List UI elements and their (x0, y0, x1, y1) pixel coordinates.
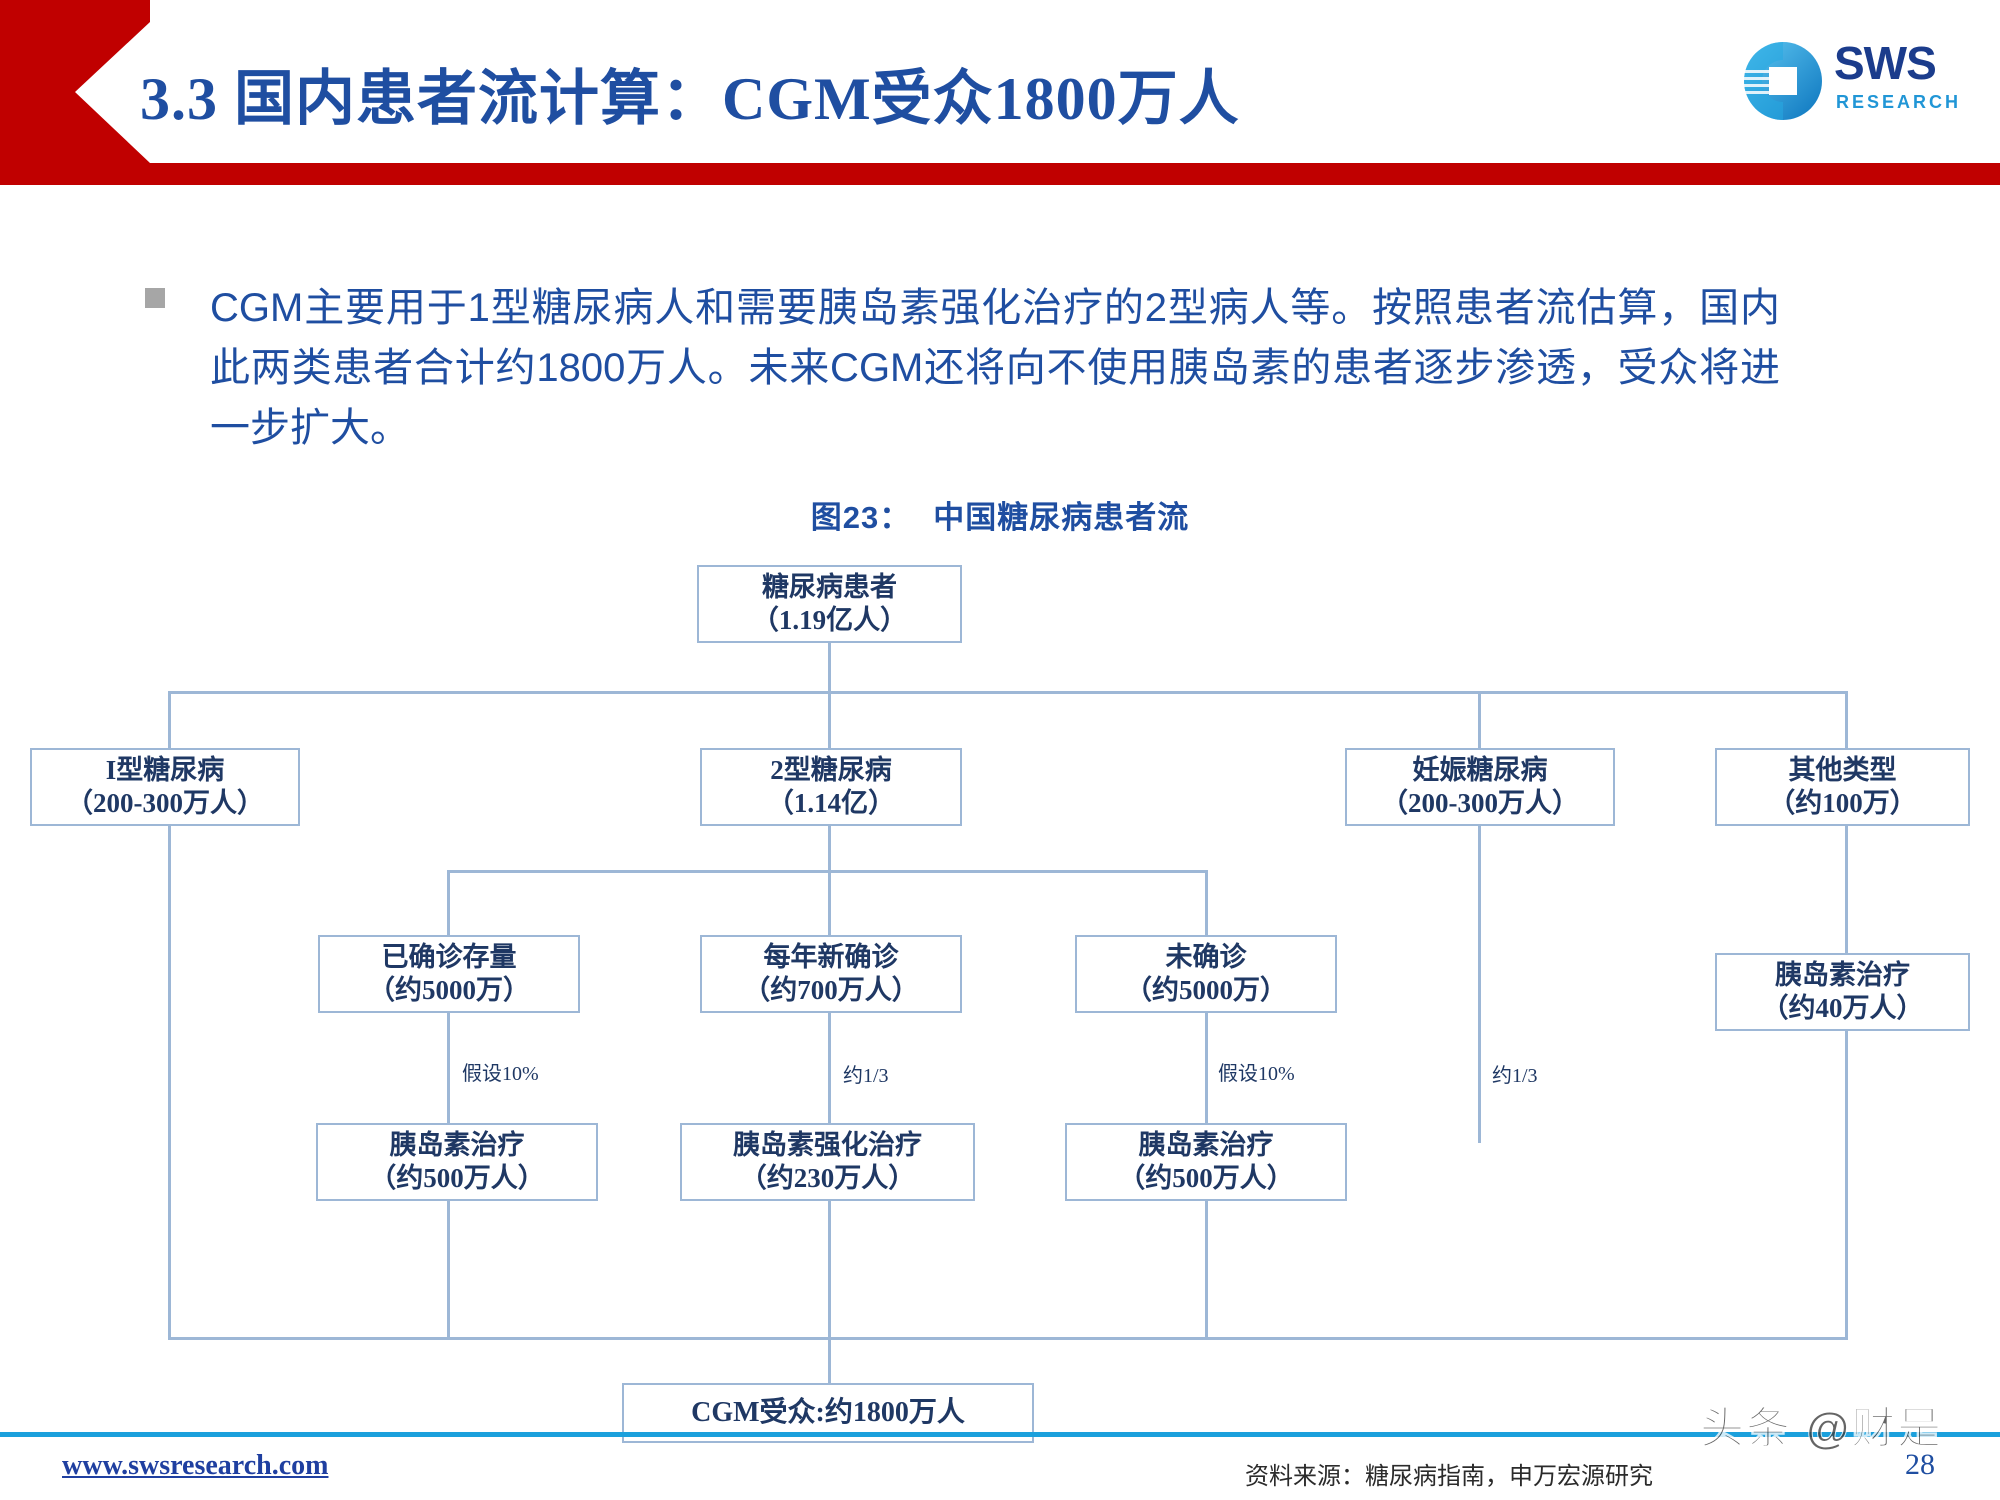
edge-undx-to-ins2 (1205, 1013, 1208, 1143)
node-type1-line1: I型糖尿病 (105, 755, 225, 786)
page-title: 3.3 国内患者流计算：CGM受众1800万人 (140, 66, 1240, 132)
edge-bottom-bus (168, 1337, 1848, 1340)
figure-title-text: 中国糖尿病患者流 (933, 500, 1190, 535)
page-number: 28 (1905, 1448, 1935, 1481)
node-root: 糖尿病患者 （1.19亿人） (697, 565, 962, 643)
node-insint-line2: （约230万人） (739, 1163, 916, 1193)
node-type1-diabetes: I型糖尿病 （200-300万人） (30, 748, 300, 826)
logo-wordmark: SWS (1834, 37, 1937, 89)
node-insulin-therapy-1: 胰岛素治疗 （约500万人） (316, 1123, 598, 1201)
edge-type1-rail (168, 826, 171, 1339)
node-diagnosed-stock: 已确诊存量 （约5000万） (318, 935, 580, 1013)
node-root-line1: 糖尿病患者 (762, 572, 897, 603)
node-type2-line1: 2型糖尿病 (770, 755, 892, 786)
node-type1-line2: （200-300万人） (66, 788, 264, 818)
logo-subtext: RESEARCH (1836, 92, 1962, 112)
node-gestational-diabetes: 妊娠糖尿病 （200-300万人） (1345, 748, 1615, 826)
edge-bus-to-undx (1205, 870, 1208, 938)
node-diagnosed-line1: 已确诊存量 (381, 942, 517, 973)
edge-t2-down (828, 826, 831, 872)
page-header: 3.3 国内患者流计算：CGM受众1800万人 SWS RESEARCH (0, 0, 2000, 185)
bullet-square-icon (145, 288, 165, 308)
edge-root-down (828, 643, 831, 693)
node-other-types: 其他类型 （约100万） (1715, 748, 1970, 826)
edge-bus-to-newdx (828, 870, 831, 938)
node-other-line1: 其他类型 (1788, 755, 1897, 786)
edge-bus-to-t2 (828, 691, 831, 751)
footer-source: 资料来源：糖尿病指南，申万宏源研究 (1245, 1463, 1653, 1490)
header-white-fill (150, 0, 2000, 163)
node-undx-line1: 未确诊 (1165, 942, 1247, 973)
node-ins1-line2: （约500万人） (369, 1163, 545, 1193)
figure-label: 图23： (810, 500, 912, 535)
footer-website-link[interactable]: www.swsresearch.com (62, 1450, 329, 1481)
footer-rule (0, 1432, 2000, 1437)
edge-label-about-one-third-b: 约1/3 (1492, 1065, 1538, 1087)
edge-ins1-down (447, 1201, 450, 1339)
node-undiagnosed: 未确诊 （约5000万） (1075, 935, 1337, 1013)
edge-bus-to-cgm (828, 1337, 831, 1385)
node-cgm-text: CGM受众:约1800万人 (691, 1396, 965, 1428)
node-type2-diabetes: 2型糖尿病 （1.14亿） (700, 748, 962, 826)
node-ins2-line1: 胰岛素治疗 (1138, 1130, 1274, 1161)
edge-otherins-down (1845, 1031, 1848, 1339)
node-new-diagnosed: 每年新确诊 （约700万人） (700, 935, 962, 1013)
node-type2-line2: （1.14亿） (766, 788, 896, 818)
node-gest-line2: （200-300万人） (1381, 788, 1579, 818)
node-otherins-line2: （约40万人） (1761, 993, 1924, 1023)
edge-label-assume10-b: 假设10% (1218, 1063, 1295, 1085)
body-paragraph: CGM主要用于1型糖尿病人和需要胰岛素强化治疗的2型病人等。按照患者流估算，国内… (210, 286, 1780, 450)
edge-level2-bus (447, 870, 1207, 873)
node-other-line2: （约100万） (1768, 788, 1917, 818)
edge-level1-bus (168, 691, 1848, 694)
edge-bus-to-diagnosed (447, 870, 450, 938)
node-intensive-insulin-therapy: 胰岛素强化治疗 （约230万人） (680, 1123, 975, 1201)
figure-title: 图23： 中国糖尿病患者流 (0, 492, 2000, 537)
sws-globe-icon (1744, 42, 1822, 120)
node-ins1-line1: 胰岛素治疗 (389, 1130, 525, 1161)
node-ins2-line2: （约500万人） (1118, 1163, 1294, 1193)
node-undx-line2: （约5000万） (1125, 975, 1287, 1005)
node-otherins-line1: 胰岛素治疗 (1775, 960, 1910, 991)
node-insulin-therapy-2: 胰岛素治疗 （约500万人） (1065, 1123, 1347, 1201)
edge-other-down (1845, 826, 1848, 956)
edge-label-about-one-third-a: 约1/3 (843, 1065, 889, 1087)
edge-gest-down (1478, 826, 1481, 1143)
watermark: 头条 @财是 (1699, 1404, 1944, 1454)
edge-bus-to-t1 (168, 691, 171, 751)
edge-newdx-to-insint (828, 1013, 831, 1143)
node-diagnosed-line2: （约5000万） (368, 975, 530, 1005)
edge-insint-down (828, 1201, 831, 1339)
node-other-insulin: 胰岛素治疗 （约40万人） (1715, 953, 1970, 1031)
sws-logo: SWS RESEARCH (1742, 38, 1972, 126)
edge-label-assume10-a: 假设10% (462, 1063, 539, 1085)
node-newdx-line1: 每年新确诊 (763, 942, 899, 973)
edge-bus-to-gest (1478, 691, 1481, 751)
edge-ins2-down (1205, 1201, 1208, 1339)
edge-diagnosed-to-ins1 (447, 1013, 450, 1143)
bullet-paragraph-row: CGM主要用于1型糖尿病人和需要胰岛素强化治疗的2型病人等。按照患者流估算，国内… (145, 278, 1845, 458)
node-newdx-line2: （约700万人） (743, 975, 919, 1005)
node-gest-line1: 妊娠糖尿病 (1412, 755, 1548, 786)
node-root-line2: （1.19亿人） (751, 605, 908, 635)
node-insint-line1: 胰岛素强化治疗 (733, 1130, 922, 1161)
edge-bus-to-other (1845, 691, 1848, 751)
